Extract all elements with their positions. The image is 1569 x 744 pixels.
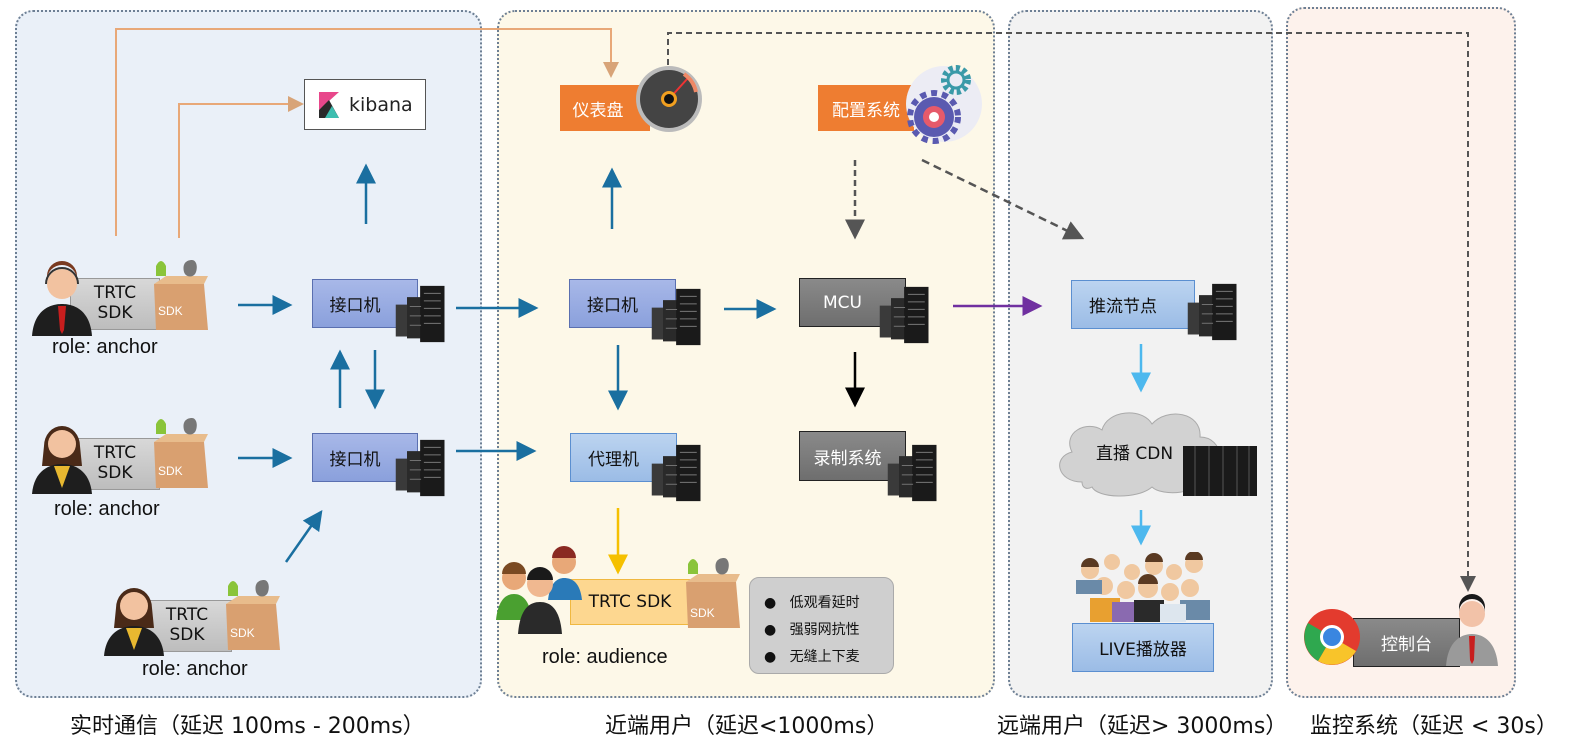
operator-avatar-icon [1446,594,1498,666]
gateway-2-label: 接口机 [329,450,381,470]
server-icon [651,288,701,346]
live-player-label: LIVE播放器 [1099,640,1187,660]
female-anchor-avatar-icon [104,588,164,656]
kibana-box[interactable]: kibana [304,79,426,130]
sdk-label-line1: TRTC [165,605,209,625]
anchor-role-label: role: anchor [142,658,248,680]
audience-sdk-label: TRTC SDK [588,592,672,612]
dashboard-box[interactable]: 仪表盘 [560,85,650,131]
sdk-label-line2: SDK [97,463,133,483]
console-label: 控制台 [1381,635,1432,655]
mcu-label: MCU [823,292,862,313]
sdk-label-line2: SDK [97,303,133,323]
sdk-label-line2: SDK [169,625,205,645]
female-anchor-avatar-icon [32,426,92,494]
cdn-label: 直播 CDN [1096,444,1174,464]
console-box[interactable]: 控制台 [1353,618,1460,667]
line-anchor-to-dashboard [115,28,619,236]
sdk-box-icon [686,558,740,628]
features-box: ● 低观看延时 ● 强弱网抗性 ● 无缝上下麦 [749,577,894,674]
male-anchor-avatar-icon [32,261,92,336]
anchor-role-label: role: anchor [52,336,158,358]
cloud-icon [1059,412,1221,497]
mcu-box[interactable]: MCU [799,278,906,327]
feature-text: 强弱网抗性 [789,622,860,638]
sdk-box-icon [154,260,208,330]
config-box[interactable]: 配置系统 [818,85,914,131]
feature-item: ● 无缝上下麦 [764,649,860,665]
feature-item: ● 强弱网抗性 [764,622,860,638]
push-node-box[interactable]: 推流节点 [1071,280,1195,329]
line-anchor3-to-gw2 [284,509,323,563]
audience-client[interactable]: TRTC SDK SDK role: audience [496,544,756,674]
zone-title-far: 远端用户（延迟> 3000ms） [997,714,1288,739]
sdk-box-label: SDK [690,606,715,620]
cdn-server-icon [1183,446,1257,496]
gateway-box-2[interactable]: 接口机 [312,433,418,482]
sdk-box-icon [226,580,280,650]
sdk-label-line1: TRTC [93,283,137,303]
gateway-1-label: 接口机 [329,296,381,316]
gears-icon [906,65,982,144]
live-player-box[interactable]: LIVE播放器 [1072,623,1214,672]
line-dashboard-to-console [667,32,1476,592]
server-icon [1187,283,1237,341]
server-icon [395,439,445,497]
push-node-label: 推流节点 [1089,297,1157,317]
dashboard-label: 仪表盘 [572,100,624,121]
feature-text: 低观看延时 [789,595,860,611]
zone-title-monitor: 监控系统（延迟 < 30s） [1310,714,1558,739]
anchor-role-label: role: anchor [54,498,160,520]
sdk-label-line1: TRTC [93,443,137,463]
sdk-box-label: SDK [158,304,183,318]
recorder-label: 录制系统 [813,448,882,469]
server-icon [879,286,929,344]
server-icon [395,285,445,343]
recorder-box[interactable]: 录制系统 [799,431,906,481]
config-label: 配置系统 [832,100,900,121]
kibana-label: kibana [349,93,413,116]
line-config-to-push [921,158,1085,240]
server-icon [887,444,937,502]
feature-item: ● 低观看延时 [764,595,860,611]
line-anchor-to-kibana [178,96,304,238]
cdn-cloud[interactable]: 直播 CDN [1052,402,1228,498]
feature-text: 无缝上下麦 [789,649,860,665]
audience-sdk-box: TRTC SDK [570,579,690,625]
sdk-box-icon [154,418,208,488]
zone-monitoring [1286,7,1516,698]
speedometer-icon [636,66,702,132]
sdk-box-label: SDK [230,626,255,640]
server-icon [651,444,701,502]
audience-group-icon [496,546,582,634]
audience-role-label: role: audience [542,646,668,668]
sdk-box-label: SDK [158,464,183,478]
audience-crowd-icon [1076,551,1216,622]
zone-title-realtime: 实时通信（延迟 100ms - 200ms） [70,714,425,739]
near-gateway-label: 接口机 [587,296,638,316]
chrome-browser-icon [1304,609,1360,665]
zone-title-near: 近端用户（延迟<1000ms） [605,714,889,739]
proxy-label: 代理机 [588,450,639,470]
kibana-logo-icon [319,91,339,118]
